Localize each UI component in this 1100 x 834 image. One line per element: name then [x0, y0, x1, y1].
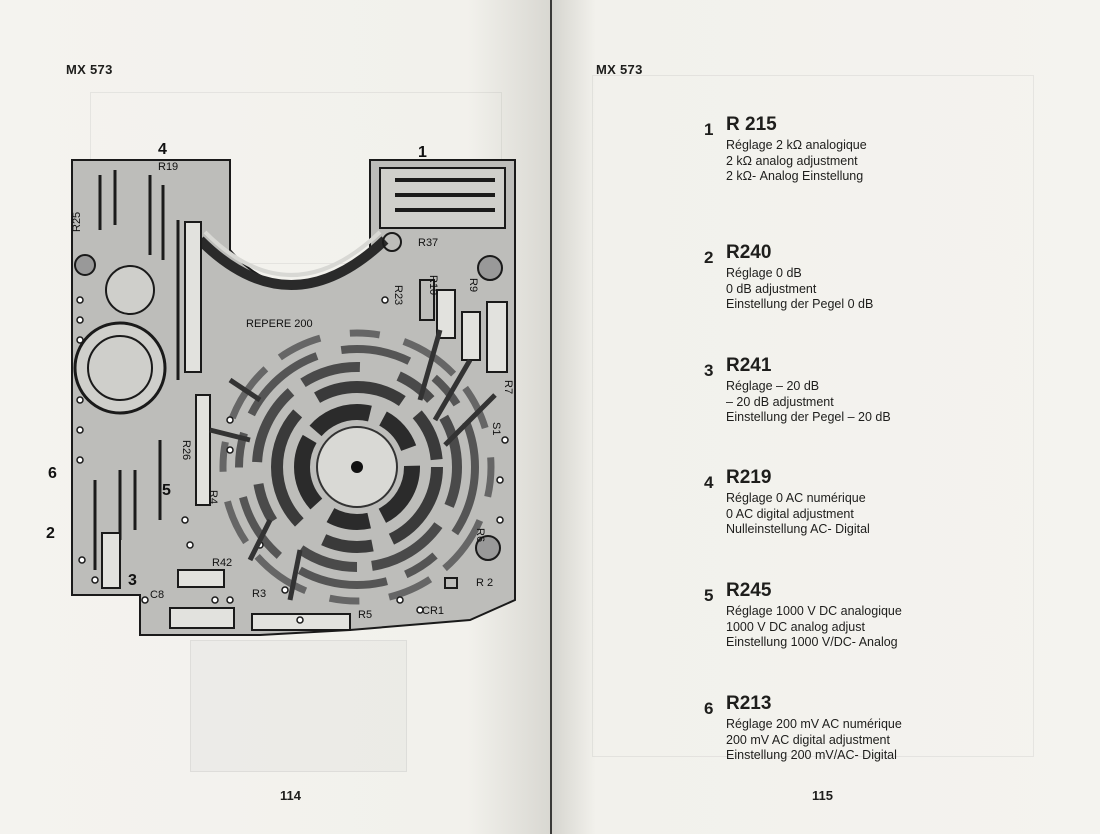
item-line-de: Einstellung der Pegel – 20 dB: [726, 410, 891, 424]
item-number: 1: [704, 120, 714, 139]
page-header: MX 573: [66, 62, 113, 77]
label-r3: R3: [252, 588, 266, 600]
label-r2: R 2: [476, 577, 493, 589]
item-number: 2: [704, 248, 714, 267]
page-number: 114: [280, 788, 301, 803]
label-r10: R10: [427, 275, 439, 295]
marker-2: 2: [46, 525, 55, 542]
bleed-through-table: [592, 75, 1034, 757]
item-line-fr: Réglage – 20 dB: [726, 379, 820, 393]
item-line-en: 2 kΩ analog adjustment: [726, 153, 858, 168]
item-reference: R241: [726, 355, 772, 376]
item-line-de: Einstellung 1000 V/DC- Analog: [726, 635, 898, 649]
item-number: 5: [704, 586, 714, 605]
marker-6: 6: [48, 465, 57, 482]
item-reference: R219: [726, 467, 772, 488]
item-line-en: 0 AC digital adjustment: [726, 506, 854, 521]
item-line-fr: Réglage 200 mV AC numérique: [726, 717, 902, 731]
item-line-fr: Réglage 2 kΩ analogique: [726, 138, 867, 152]
item-reference: R245: [726, 580, 772, 601]
label-r23: R23: [392, 285, 404, 305]
item-line-de: Nulleinstellung AC- Digital: [726, 522, 870, 536]
label-r5: R5: [358, 609, 372, 621]
item-reference: R240: [726, 242, 772, 263]
label-r9: R9: [467, 278, 479, 292]
label-r25: R25: [71, 212, 83, 232]
right-page: MX 573 1 R 215 Réglage 2 kΩ analogique 2…: [552, 0, 1100, 834]
label-s1: S1: [490, 422, 502, 435]
label-c8: C8: [150, 589, 164, 601]
item-reference: R213: [726, 693, 772, 714]
label-r6: R6: [474, 528, 486, 542]
marker-5: 5: [162, 482, 171, 499]
marker-3: 3: [128, 572, 137, 589]
item-line-en: – 20 dB adjustment: [726, 394, 834, 409]
item-line-en: 1000 V DC analog adjust: [726, 619, 865, 634]
label-r42: R42: [212, 557, 232, 569]
marker-1: 1: [418, 144, 427, 161]
item-line-de: Einstellung der Pegel 0 dB: [726, 297, 874, 311]
label-r7: R7: [502, 380, 514, 394]
label-cr1: CR1: [422, 605, 444, 617]
item-line-fr: Réglage 1000 V DC analogique: [726, 604, 902, 618]
label-r26: R26: [180, 440, 192, 460]
label-r4: R4: [207, 490, 219, 504]
label-r37: R37: [418, 237, 438, 249]
left-page: MX 573: [0, 0, 550, 834]
item-number: 6: [704, 699, 714, 718]
page-header: MX 573: [596, 62, 643, 77]
bleed-through-block: [190, 640, 407, 772]
page-number: 115: [812, 788, 833, 803]
item-line-fr: Réglage 0 dB: [726, 266, 802, 280]
label-repere: REPERE 200: [246, 318, 313, 330]
item-reference: R 215: [726, 114, 777, 135]
item-line-fr: Réglage 0 AC numérique: [726, 491, 866, 505]
item-line-en: 200 mV AC digital adjustment: [726, 732, 890, 747]
item-number: 4: [704, 473, 714, 492]
circuit-board-diagram: 4 1 6 5 2 3 R19 R25 R37 R10 R23 R9 R7 R2…: [46, 141, 516, 636]
marker-4: 4: [158, 141, 167, 158]
item-line-en: 0 dB adjustment: [726, 281, 817, 296]
item-line-de: 2 kΩ- Analog Einstellung: [726, 169, 864, 183]
item-line-de: Einstellung 200 mV/AC- Digital: [726, 748, 897, 762]
label-r19: R19: [158, 161, 178, 173]
item-number: 3: [704, 361, 714, 380]
